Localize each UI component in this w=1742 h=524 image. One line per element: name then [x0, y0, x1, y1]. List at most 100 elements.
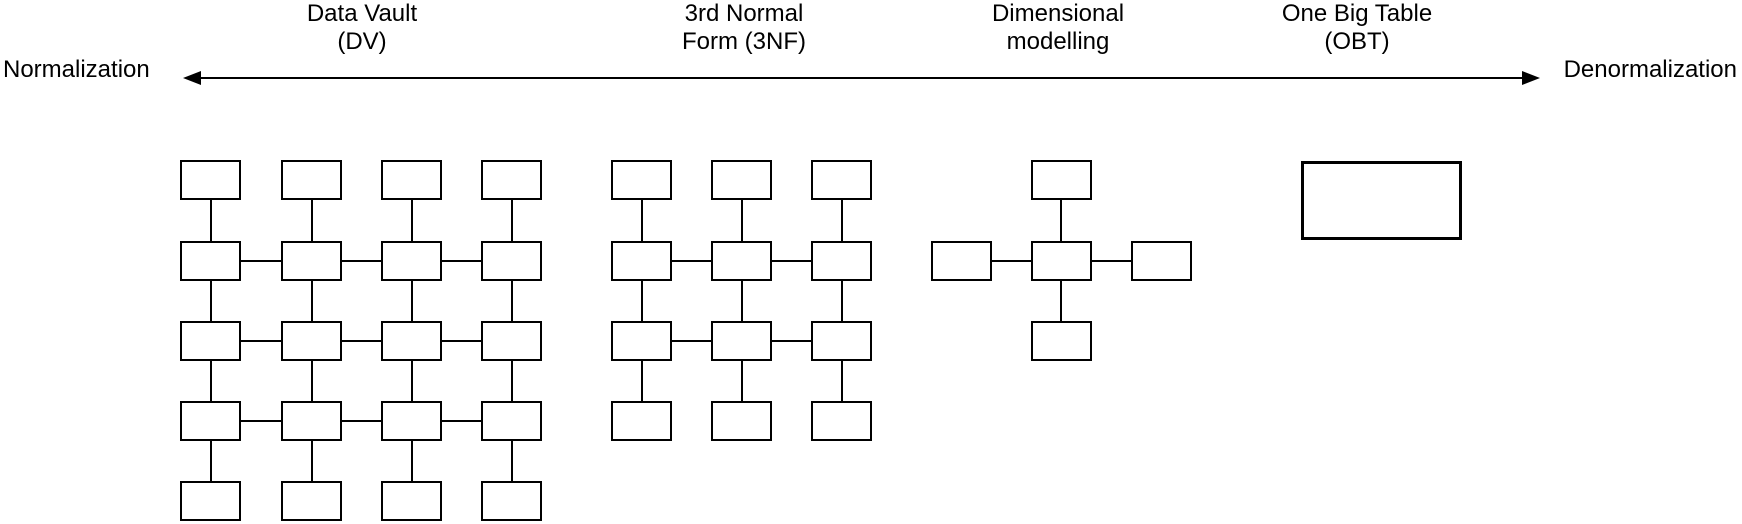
connector-line: [411, 361, 413, 401]
connector-line: [672, 340, 711, 342]
entity-box: [180, 321, 241, 361]
connector-line: [210, 200, 212, 241]
entity-box: [1031, 241, 1092, 281]
entity-box: [281, 481, 342, 521]
connector-line: [641, 281, 643, 321]
entity-box: [481, 321, 542, 361]
connector-line: [210, 281, 212, 321]
entity-box: [281, 321, 342, 361]
entity-box: [811, 241, 872, 281]
connector-line: [241, 260, 281, 262]
connector-line: [411, 441, 413, 481]
entity-box: [611, 241, 672, 281]
entity-box: [611, 160, 672, 200]
connector-line: [411, 281, 413, 321]
entity-box: [180, 481, 241, 521]
entity-box: [1031, 160, 1092, 200]
entity-box: [931, 241, 992, 281]
entity-box: [711, 160, 772, 200]
connector-line: [342, 260, 381, 262]
connector-line: [241, 420, 281, 422]
connector-line: [511, 281, 513, 321]
denormalization-label: Denormalization: [1563, 56, 1737, 83]
entity-box: [1301, 161, 1462, 240]
entity-box: [711, 401, 772, 441]
entity-box: [281, 401, 342, 441]
entity-box: [381, 321, 442, 361]
connector-line: [311, 441, 313, 481]
connector-line: [511, 200, 513, 241]
connector-line: [641, 200, 643, 241]
entity-box: [381, 481, 442, 521]
entity-box: [180, 241, 241, 281]
entity-box: [180, 401, 241, 441]
entity-box: [281, 160, 342, 200]
connector-line: [741, 200, 743, 241]
entity-box: [481, 160, 542, 200]
entity-box: [481, 481, 542, 521]
category-label-line: modelling: [1006, 28, 1110, 55]
connector-line: [741, 281, 743, 321]
entity-box: [281, 241, 342, 281]
category-label-line: Form (3NF): [682, 28, 806, 55]
connector-line: [841, 361, 843, 401]
entity-box: [381, 160, 442, 200]
entity-box: [711, 321, 772, 361]
connector-line: [772, 340, 811, 342]
entity-box: [711, 241, 772, 281]
connector-line: [210, 441, 212, 481]
entity-box: [1131, 241, 1192, 281]
connector-line: [311, 200, 313, 241]
connector-line: [1060, 281, 1062, 321]
connector-line: [672, 260, 711, 262]
connector-line: [311, 281, 313, 321]
entity-box: [811, 160, 872, 200]
connector-line: [641, 361, 643, 401]
category-label-line: Data Vault: [306, 0, 418, 27]
entity-box: [381, 241, 442, 281]
connector-line: [741, 361, 743, 401]
category-label-line: 3rd Normal: [684, 0, 804, 27]
entity-box: [811, 401, 872, 441]
connector-line: [442, 260, 481, 262]
connector-line: [1060, 200, 1062, 241]
connector-line: [342, 420, 381, 422]
category-label-one-big-table: One Big Table(OBT): [1282, 0, 1432, 56]
connector-line: [511, 361, 513, 401]
connector-line: [241, 340, 281, 342]
entity-box: [180, 160, 241, 200]
connector-line: [772, 260, 811, 262]
entity-box: [481, 401, 542, 441]
category-label-line: One Big Table: [1281, 0, 1433, 27]
category-label-line: (OBT): [1324, 28, 1390, 55]
connector-line: [511, 441, 513, 481]
connector-line: [342, 340, 381, 342]
entity-box: [1031, 321, 1092, 361]
connector-line: [442, 420, 481, 422]
connector-line: [210, 361, 212, 401]
connector-line: [411, 200, 413, 241]
category-label-data-vault: Data Vault(DV): [307, 0, 417, 56]
connector-line: [442, 340, 481, 342]
normalization-label: Normalization: [3, 56, 150, 83]
entity-box: [381, 401, 442, 441]
category-label-line: Dimensional: [991, 0, 1125, 27]
connector-line: [992, 260, 1031, 262]
entity-box: [611, 401, 672, 441]
category-label-line: (DV): [337, 28, 387, 55]
connector-line: [311, 361, 313, 401]
entity-box: [611, 321, 672, 361]
entity-box: [811, 321, 872, 361]
entity-box: [481, 241, 542, 281]
connector-line: [1092, 260, 1131, 262]
connector-line: [841, 200, 843, 241]
